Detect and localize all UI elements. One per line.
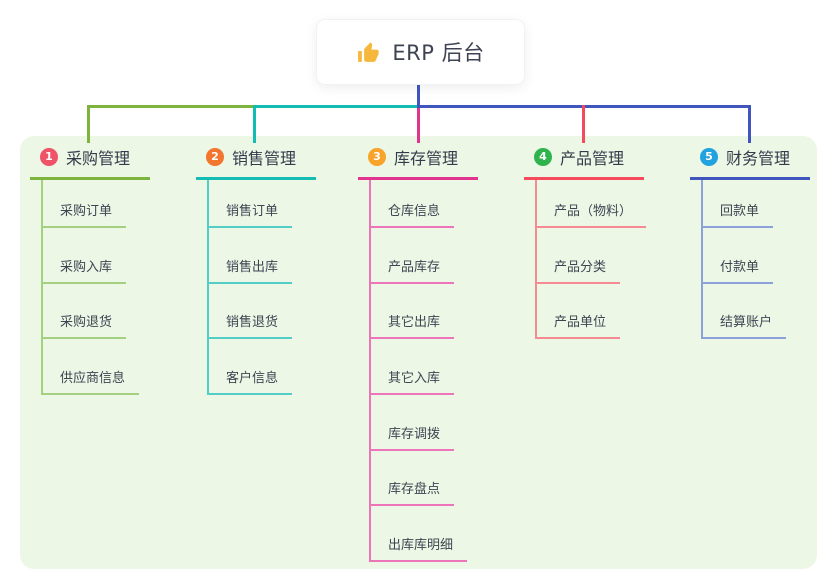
branch-index-badge: 2 [206,148,224,166]
leaf-node[interactable]: 销售退货 [207,283,293,340]
leaf-label: 回款单 [720,204,760,219]
leaf-node[interactable]: 产品（物料） [535,180,647,228]
leaf-node[interactable]: 采购退货 [41,283,127,340]
leaf-label: 其它入库 [388,371,441,387]
leaf-node[interactable]: 其它出库 [369,283,455,340]
leaf-node[interactable]: 付款单 [701,228,774,284]
root-connector-line [417,83,420,106]
branch-label: 库存管理 [394,149,459,168]
branch-label: 采购管理 [66,149,131,168]
branch-drop-line-1 [87,105,90,143]
branch-children: 仓库信息 产品库存 其它出库 其它入库 库存调拨 库存盘点 出库库明细 [369,180,478,563]
leaf-node[interactable]: 供应商信息 [41,339,140,396]
leaf-label: 结算账户 [720,315,773,331]
thumbs-up-icon [356,40,381,65]
branch-label: 销售管理 [232,149,297,168]
branch-index-badge: 4 [534,148,552,166]
leaf-label: 仓库信息 [388,204,441,219]
leaf-node[interactable]: 库存调拨 [369,395,455,451]
branch-node[interactable]: 5 财务管理 [690,143,810,180]
branch-node[interactable]: 4 产品管理 [524,143,644,180]
leaf-node[interactable]: 库存盘点 [369,450,455,507]
leaf-label: 采购入库 [60,259,113,275]
mindmap-panel [20,136,817,569]
leaf-node[interactable]: 销售订单 [207,180,293,228]
leaf-node[interactable]: 回款单 [701,180,774,228]
leaf-label: 产品分类 [554,259,607,275]
branch-children: 采购订单 采购入库 采购退货 供应商信息 [41,180,150,396]
leaf-label: 客户信息 [226,371,279,387]
branch-inventory-management: 3 库存管理 仓库信息 产品库存 其它出库 其它入库 库存调拨 库存盘点 出库库… [358,143,478,563]
leaf-node[interactable]: 产品单位 [535,283,621,340]
leaf-node[interactable]: 客户信息 [207,339,293,396]
branch-label: 财务管理 [726,149,791,168]
branch-index-badge: 3 [368,148,386,166]
branch-children: 销售订单 销售出库 销售退货 客户信息 [207,180,316,396]
branch-node[interactable]: 3 库存管理 [358,143,478,180]
branch-node[interactable]: 1 采购管理 [30,143,150,180]
branch-drop-line-3 [417,108,420,143]
leaf-label: 销售出库 [226,259,279,275]
branch-product-management: 4 产品管理 产品（物料） 产品分类 产品单位 [524,143,647,340]
trunk-line-midleft [253,105,420,108]
branch-drop-line-4 [582,105,585,143]
branch-label: 产品管理 [560,149,625,168]
branch-finance-management: 5 财务管理 回款单 付款单 结算账户 [690,143,810,340]
leaf-node[interactable]: 产品分类 [535,228,621,284]
leaf-label: 采购退货 [60,315,113,331]
leaf-node[interactable]: 仓库信息 [369,180,455,228]
leaf-label: 付款单 [720,259,760,275]
leaf-node[interactable]: 采购入库 [41,228,127,284]
branch-drop-line-2 [253,105,256,143]
leaf-node[interactable]: 结算账户 [701,283,787,340]
leaf-label: 采购订单 [60,204,113,219]
leaf-node[interactable]: 其它入库 [369,339,455,396]
leaf-node[interactable]: 出库库明细 [369,506,468,563]
root-node[interactable]: ERP 后台 [316,19,525,85]
leaf-label: 销售订单 [226,204,279,219]
branch-index-badge: 5 [700,148,718,166]
leaf-label: 销售退货 [226,315,279,331]
leaf-node[interactable]: 产品库存 [369,228,455,284]
leaf-label: 产品库存 [388,259,441,275]
leaf-label: 产品（物料） [554,204,633,219]
branch-children: 回款单 付款单 结算账户 [701,180,810,340]
leaf-label: 产品单位 [554,315,607,331]
leaf-label: 供应商信息 [60,371,126,387]
branch-sales-management: 2 销售管理 销售订单 销售出库 销售退货 客户信息 [196,143,316,396]
branch-index-badge: 1 [40,148,58,166]
leaf-label: 其它出库 [388,315,441,331]
leaf-node[interactable]: 采购订单 [41,180,127,228]
branch-purchase-management: 1 采购管理 采购订单 采购入库 采购退货 供应商信息 [30,143,150,396]
leaf-node[interactable]: 销售出库 [207,228,293,284]
trunk-line-left [87,105,254,108]
branch-drop-line-5 [748,105,751,143]
branch-node[interactable]: 2 销售管理 [196,143,316,180]
leaf-label: 库存盘点 [388,482,441,498]
leaf-label: 出库库明细 [388,538,454,554]
branch-children: 产品（物料） 产品分类 产品单位 [535,180,647,340]
root-title: ERP 后台 [392,41,485,65]
leaf-label: 库存调拨 [388,426,441,442]
